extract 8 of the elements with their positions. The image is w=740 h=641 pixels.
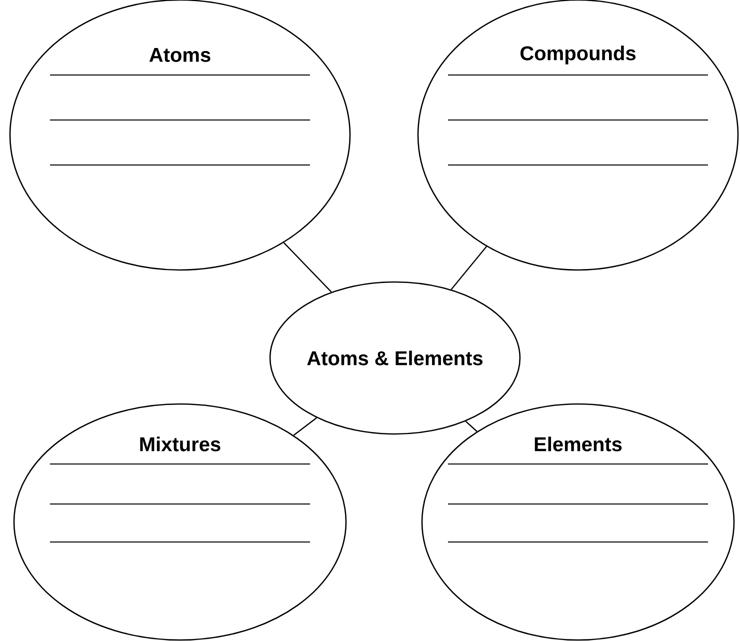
bubble-title: Atoms <box>149 48 210 62</box>
connector-line <box>293 417 317 436</box>
connector-line <box>450 246 487 290</box>
bubble-title: Compounds <box>520 46 636 64</box>
connector-line <box>283 242 332 292</box>
bubble-title: Elements <box>534 436 622 452</box>
bubble-title: Mixtures <box>140 436 220 452</box>
connector-line <box>465 420 478 432</box>
